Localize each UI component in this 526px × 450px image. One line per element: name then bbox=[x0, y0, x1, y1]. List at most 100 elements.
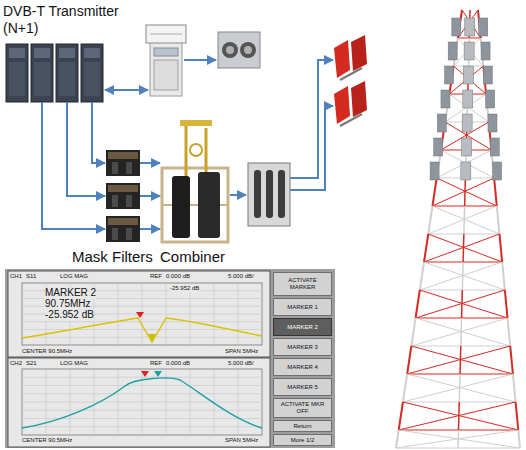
softkey-label: MARKER 3 bbox=[287, 344, 318, 351]
caption-label: Combiner bbox=[160, 248, 225, 266]
screen-label: LOG MAG bbox=[60, 360, 88, 367]
softkey-button: MARKER 4 bbox=[273, 358, 332, 376]
softkey-button: MARKER 5 bbox=[273, 378, 332, 396]
mask-filter bbox=[126, 195, 132, 207]
screen-label: REF bbox=[150, 360, 162, 367]
combiner-unit bbox=[185, 122, 188, 176]
feed-arrow bbox=[140, 162, 160, 164]
screen-label: 0.000 dB bbox=[166, 273, 190, 280]
mask-filter bbox=[106, 183, 140, 209]
mask-filter bbox=[112, 195, 118, 207]
combiner-unit bbox=[190, 144, 202, 156]
feed-arrow bbox=[290, 106, 333, 190]
analyzer-screen bbox=[22, 318, 262, 342]
tower-lattice bbox=[437, 178, 497, 206]
tower-lattice bbox=[490, 138, 499, 156]
antenna-panel bbox=[340, 68, 362, 80]
patch-panel bbox=[248, 163, 290, 226]
analyzer-screen bbox=[22, 402, 262, 403]
feed-arrow bbox=[42, 102, 105, 229]
tower-lattice bbox=[430, 162, 439, 180]
tower-lattice bbox=[420, 262, 502, 290]
tower-lattice bbox=[461, 162, 471, 180]
patch-panel bbox=[278, 170, 285, 218]
antenna-panel bbox=[334, 86, 350, 124]
tower-lattice bbox=[399, 402, 403, 430]
analyzer-screen bbox=[22, 378, 262, 428]
softkey-button: ACTIVATE MARKER bbox=[273, 272, 332, 296]
mask-filter bbox=[108, 218, 138, 225]
tower-lattice bbox=[499, 234, 502, 262]
tower-lattice bbox=[464, 178, 466, 206]
feed-arrow bbox=[290, 60, 333, 178]
tower-lattice bbox=[441, 90, 450, 108]
transmitter-cabinet bbox=[59, 62, 75, 96]
tower-lattice bbox=[424, 262, 505, 290]
tower-lattice bbox=[493, 162, 502, 180]
transmitter-cabinet bbox=[34, 62, 50, 96]
combiner-unit bbox=[205, 128, 208, 172]
mask-filter bbox=[108, 152, 138, 159]
tower-lattice bbox=[416, 290, 420, 318]
switching-rack bbox=[150, 34, 182, 35]
tower-lattice bbox=[462, 114, 472, 132]
switching-rack bbox=[154, 48, 178, 56]
tower-lattice bbox=[428, 206, 432, 234]
screen-label: CENTER 90.5MHz bbox=[22, 348, 72, 355]
rf-switch bbox=[226, 46, 234, 54]
analyzer-screen bbox=[5, 269, 335, 448]
feed-arrow bbox=[230, 194, 246, 196]
tower-lattice bbox=[403, 374, 513, 402]
mask-filter bbox=[106, 150, 140, 176]
transmitter-cabinet bbox=[6, 44, 28, 102]
patch-panel bbox=[248, 163, 290, 226]
feed-arrow bbox=[184, 59, 216, 61]
tower-lattice bbox=[411, 318, 415, 346]
tower-lattice bbox=[424, 234, 499, 262]
switching-rack bbox=[146, 25, 186, 43]
screen-label: CH2 bbox=[10, 360, 22, 367]
analyzer-screen bbox=[8, 358, 270, 447]
tower-lattice bbox=[407, 346, 411, 374]
tower-lattice bbox=[454, 38, 481, 66]
screen-label: S21 bbox=[26, 360, 37, 367]
tower-lattice bbox=[403, 402, 518, 430]
tower-lattice bbox=[516, 402, 519, 430]
tower-lattice bbox=[460, 318, 462, 346]
tower-lattice bbox=[505, 290, 508, 318]
mask-filter bbox=[106, 150, 140, 242]
tower-lattice bbox=[462, 234, 464, 262]
analyzer-screen bbox=[8, 271, 270, 357]
tower-lattice bbox=[420, 262, 424, 290]
transmitter-cabinet bbox=[31, 44, 53, 102]
antenna-panel bbox=[334, 35, 367, 126]
tower-lattice bbox=[428, 234, 502, 262]
antenna-panel bbox=[351, 81, 367, 117]
transmitter-cabinet bbox=[84, 62, 100, 96]
tower-lattice bbox=[432, 206, 499, 234]
patch-panel bbox=[266, 170, 273, 218]
tower-lattice bbox=[407, 374, 515, 402]
softkey-label: More 1/2 bbox=[291, 437, 315, 444]
combiner-unit bbox=[162, 168, 228, 242]
tower-lattice bbox=[459, 346, 461, 374]
softkey-label: ACTIVATE MKR OFF bbox=[276, 401, 329, 415]
softkey-label: Return bbox=[293, 423, 311, 430]
feed-arrow bbox=[67, 102, 105, 196]
tower-lattice bbox=[457, 430, 459, 448]
feed-arrow bbox=[140, 195, 160, 197]
tower-lattice bbox=[428, 206, 497, 234]
combiner-unit bbox=[172, 176, 190, 238]
tower-lattice bbox=[403, 374, 407, 402]
screen-label: S11 bbox=[26, 273, 36, 280]
tower-lattice bbox=[513, 374, 516, 402]
analyzer-screen bbox=[22, 283, 262, 345]
tower-lattice bbox=[420, 290, 508, 318]
analyzer-screen bbox=[154, 371, 162, 377]
analyzer-screen bbox=[148, 334, 156, 341]
antenna-panel bbox=[334, 40, 350, 78]
tower-lattice bbox=[465, 18, 475, 36]
analyzer-screen bbox=[22, 369, 262, 435]
